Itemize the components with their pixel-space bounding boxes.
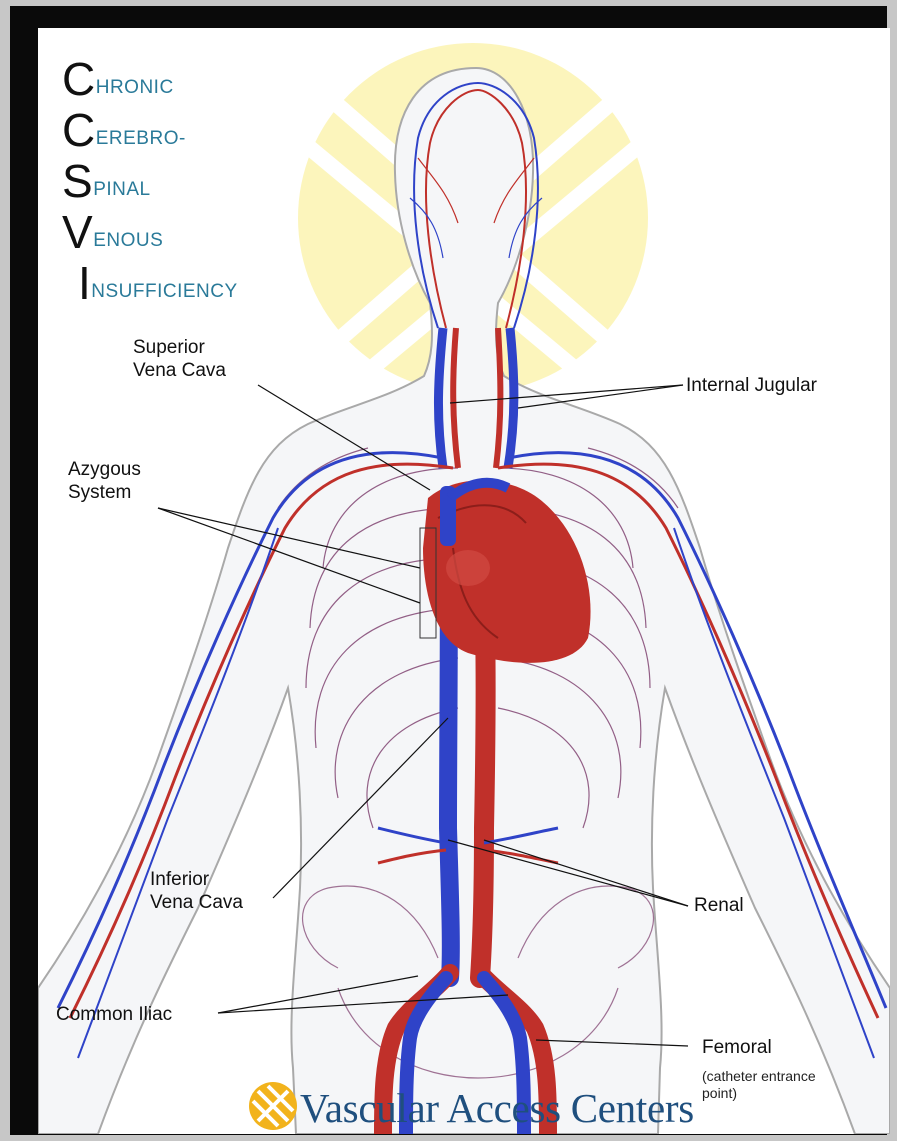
diagram-canvas: Chronic Cerebro- Spinal Venous Insuffici…	[38, 28, 890, 1134]
acronym-rest: erebro-	[96, 128, 186, 149]
image-frame: Chronic Cerebro- Spinal Venous Insuffici…	[10, 6, 887, 1135]
label-line: Vena Cava	[133, 359, 226, 382]
brand-name: Vascular Access Centers	[300, 1084, 694, 1132]
acronym-letter: C	[62, 53, 96, 105]
label-line: point)	[702, 1085, 816, 1102]
acronym-letter: S	[62, 155, 93, 207]
label-superior-vena-cava: Superior Vena Cava	[133, 336, 226, 382]
label-line: Inferior	[150, 868, 243, 891]
anatomy-illustration	[38, 28, 890, 1134]
acronym-letter: C	[62, 104, 96, 156]
acronym-rest: hronic	[96, 77, 174, 98]
label-line: System	[68, 481, 141, 504]
acronym-line-spinal: Spinal	[62, 158, 151, 204]
label-renal: Renal	[694, 894, 744, 917]
acronym-letter: I	[78, 257, 91, 309]
label-azygous-system: Azygous System	[68, 458, 141, 504]
label-common-iliac: Common Iliac	[56, 1003, 172, 1026]
acronym-rest: enous	[93, 230, 163, 251]
label-inferior-vena-cava: Inferior Vena Cava	[150, 868, 243, 914]
acronym-rest: pinal	[93, 179, 150, 200]
acronym-line-insufficiency: Insufficiency	[78, 260, 238, 306]
label-femoral: Femoral	[702, 1036, 772, 1059]
label-line: Azygous	[68, 458, 141, 481]
acronym-line-chronic: Chronic	[62, 56, 174, 102]
label-line: Vena Cava	[150, 891, 243, 914]
label-internal-jugular: Internal Jugular	[686, 374, 817, 397]
acronym-line-venous: Venous	[62, 209, 163, 255]
acronym-line-cerebro: Cerebro-	[62, 107, 186, 153]
brand-logo-mark	[249, 1082, 297, 1130]
acronym-rest: nsufficiency	[91, 281, 237, 302]
acronym-letter: V	[62, 206, 93, 258]
label-line: (catheter entrance	[702, 1068, 816, 1085]
label-femoral-note: (catheter entrance point)	[702, 1068, 816, 1102]
label-line: Superior	[133, 336, 226, 359]
